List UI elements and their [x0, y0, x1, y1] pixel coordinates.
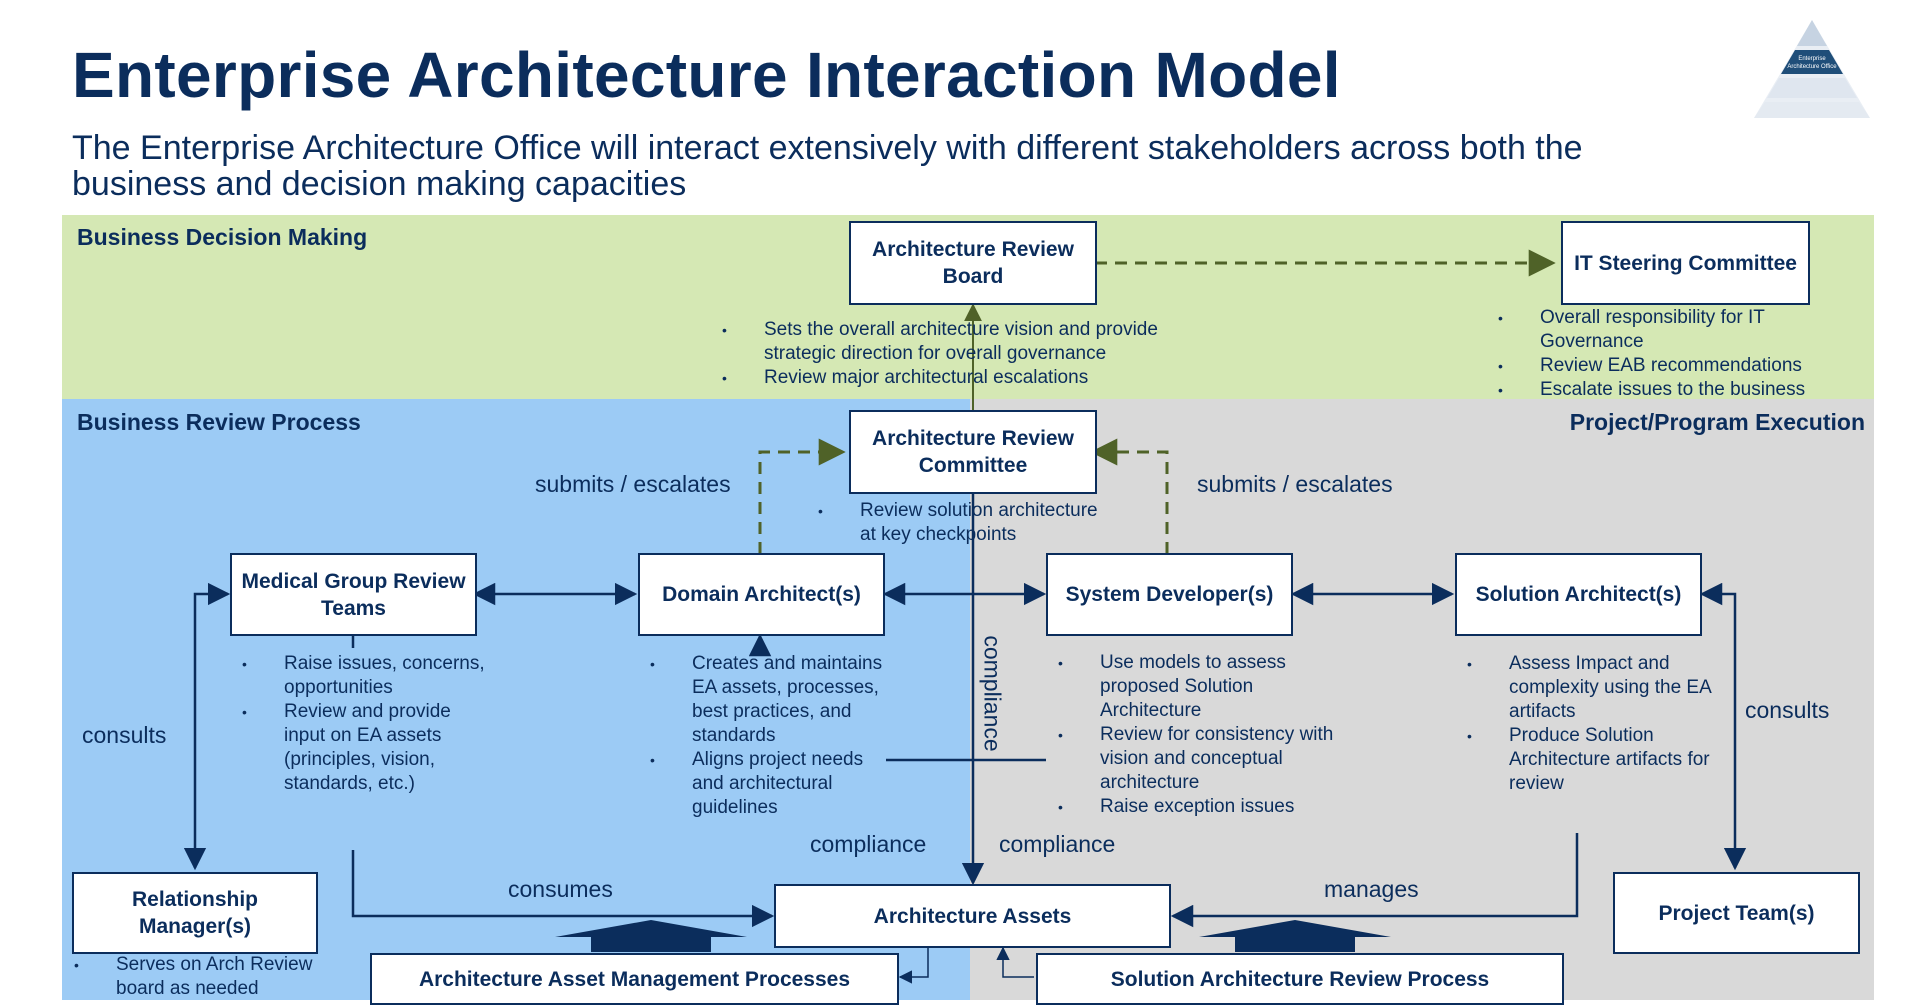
consumes-connector	[351, 850, 775, 928]
manages-connector	[1170, 833, 1579, 928]
medical-group-review-teams-box: Medical Group Review Teams	[230, 553, 477, 636]
consults-right-label: consults	[1745, 697, 1830, 723]
enterprise-architecture-logo: Enterprise Architecture Office	[1754, 20, 1870, 118]
relationship-managers-box: Relationship Manager(s)	[72, 872, 318, 954]
list-item: Assess Impact and complexity using the E…	[1465, 652, 1725, 724]
page-title: Enterprise Architecture Interaction Mode…	[72, 39, 1341, 111]
business-review-label: Business Review Process	[77, 409, 361, 435]
compliance-vertical-label: compliance	[979, 635, 1006, 752]
project-teams-box: Project Team(s)	[1613, 872, 1860, 954]
solution-bullets: Assess Impact and complexity using the E…	[1465, 652, 1725, 796]
domain-architects-box: Domain Architect(s)	[638, 553, 885, 636]
list-item: Sets the overall architecture vision and…	[720, 318, 1200, 366]
compliance-right-label: compliance	[999, 831, 1116, 857]
asset-management-processes-box: Architecture Asset Management Processes	[370, 953, 899, 1005]
list-item: Aligns project needs and architectural g…	[648, 748, 898, 820]
sol-review-to-assets-connector	[996, 946, 1034, 978]
list-item: Use models to assess proposed Solution A…	[1056, 651, 1336, 723]
it-steering-bullets: Overall responsibility for IT Governance…	[1496, 306, 1836, 402]
solution-architecture-review-process-box: Solution Architecture Review Process	[1036, 953, 1564, 1005]
list-item: Serves on Arch Review board as needed	[72, 953, 362, 1001]
list-item: Review EAB recommendations	[1496, 354, 1836, 378]
list-item: Review major architectural escalations	[720, 366, 1200, 390]
sol-review-block-arrow	[1199, 920, 1391, 952]
list-item: Escalate issues to the business	[1496, 378, 1836, 402]
business-decision-label: Business Decision Making	[77, 224, 368, 250]
it-steering-committee-box: IT Steering Committee	[1561, 221, 1810, 305]
list-item: Review solution architecture at key chec…	[816, 499, 1116, 547]
list-item: Review and provide input on EA assets (p…	[240, 700, 490, 796]
list-item: Raise issues, concerns, opportunities	[240, 652, 490, 700]
manages-label: manages	[1324, 876, 1419, 902]
assets-to-asset-mgmt-connector	[898, 946, 929, 984]
list-item: Overall responsibility for IT Governance	[1496, 306, 1836, 354]
svg-text:Enterprise: Enterprise	[1798, 56, 1826, 62]
consults-left-label: consults	[82, 722, 167, 748]
medical-bullets: Raise issues, concerns, opportunities Re…	[240, 652, 490, 796]
solution-project-connector	[1699, 582, 1747, 871]
relationship-medical-connector	[183, 582, 231, 871]
system-bullets: Use models to assess proposed Solution A…	[1056, 651, 1336, 819]
submits-escalates-left-label: submits / escalates	[535, 471, 731, 497]
domain-to-arc-connector	[758, 438, 846, 554]
domain-bullets: Creates and maintains EA assets, process…	[648, 652, 898, 820]
arb-bullets: Sets the overall architecture vision and…	[720, 318, 1200, 390]
list-item: Raise exception issues	[1056, 795, 1336, 819]
architecture-review-board-box: Architecture Review Board	[849, 221, 1097, 305]
relationship-bullets: Serves on Arch Review board as needed	[72, 953, 362, 1001]
list-item: Produce Solution Architecture artifacts …	[1465, 724, 1725, 796]
consumes-label: consumes	[508, 876, 613, 902]
list-item: Review for consistency with vision and c…	[1056, 723, 1336, 795]
svg-text:Architecture Office: Architecture Office	[1787, 64, 1837, 70]
project-execution-label: Project/Program Execution	[1569, 409, 1865, 435]
compliance-left-label: compliance	[810, 831, 927, 857]
asset-mgmt-block-arrow	[555, 920, 747, 952]
submits-escalates-right-label: submits / escalates	[1197, 471, 1393, 497]
solution-architects-box: Solution Architect(s)	[1455, 553, 1702, 636]
architecture-review-committee-box: Architecture Review Committee	[849, 410, 1097, 494]
arc-bullets: Review solution architecture at key chec…	[816, 499, 1116, 547]
architecture-assets-box: Architecture Assets	[774, 884, 1171, 948]
system-developers-box: System Developer(s)	[1046, 553, 1293, 636]
system-to-arc-connector	[1090, 438, 1169, 554]
list-item: Creates and maintains EA assets, process…	[648, 652, 898, 748]
page-subtitle: The Enterprise Architecture Office will …	[72, 129, 1583, 203]
